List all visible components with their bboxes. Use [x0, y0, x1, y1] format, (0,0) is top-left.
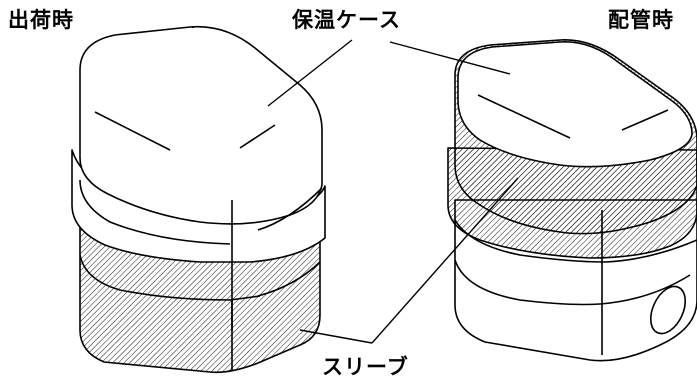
case-lid [457, 41, 693, 168]
label-piping: 配管時 [608, 8, 674, 32]
case-top [79, 25, 323, 225]
shipping-unit [71, 25, 326, 374]
pipe-hole [649, 285, 687, 335]
label-insulation-case: 保温ケース [292, 8, 401, 32]
leader-lines [267, 39, 519, 344]
label-sleeve: スリーブ [322, 355, 409, 379]
piping-unit [447, 39, 697, 362]
label-shipping: 出荷時 [8, 8, 74, 32]
